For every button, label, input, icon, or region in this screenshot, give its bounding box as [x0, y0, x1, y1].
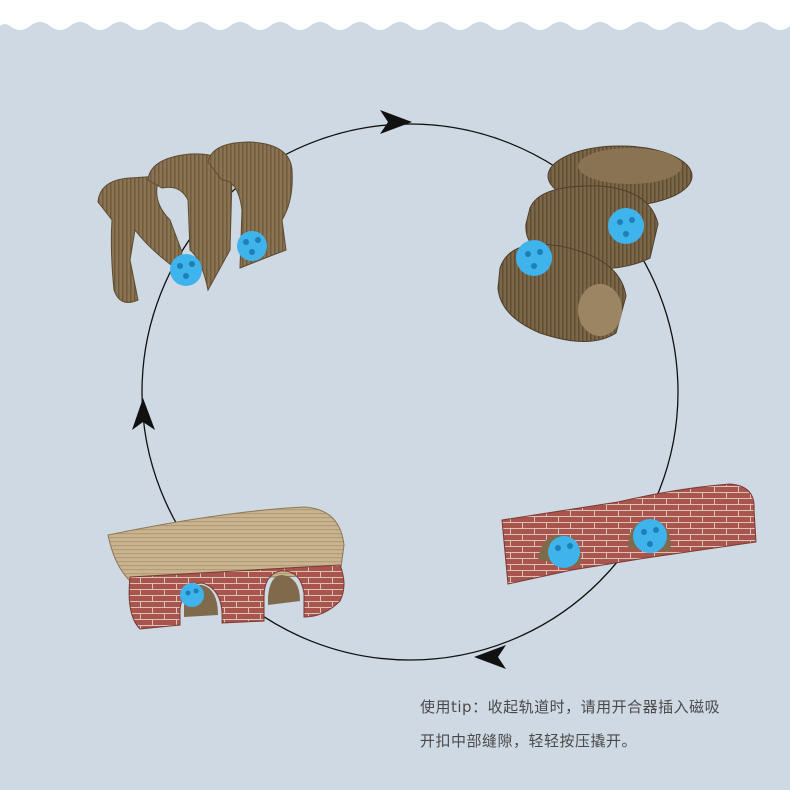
arrow-top-icon — [380, 110, 412, 134]
s-track-hump-1 — [147, 153, 233, 292]
ball-hole — [189, 261, 195, 267]
ball-hole — [249, 249, 255, 255]
ball-hole — [653, 527, 659, 533]
ball-hole — [567, 543, 573, 549]
arrow-left-icon — [132, 398, 155, 430]
ball-icon — [548, 536, 580, 568]
ball-hole — [647, 541, 653, 547]
ball-hole — [177, 263, 183, 269]
ball-hole — [193, 588, 199, 594]
ball-icon — [180, 583, 204, 607]
ball-hole — [537, 249, 543, 255]
closed-track-top — [107, 506, 345, 582]
tower-disc-bottom-face — [578, 284, 622, 336]
ball-hole — [641, 529, 647, 535]
ball-hole — [243, 239, 249, 245]
wave-shape — [0, 0, 790, 30]
closed-track-brick-front — [128, 564, 345, 630]
ball-icon — [516, 240, 552, 276]
ball-icon — [633, 519, 667, 553]
ball-icon — [170, 254, 202, 286]
wave-border — [0, 0, 790, 30]
tip-line-1: 使用tip：收起轨道时，请用开合器插入磁吸 — [420, 698, 721, 716]
arrow-bottom-icon — [474, 645, 506, 669]
ball-hole — [531, 263, 537, 269]
ball-hole — [617, 219, 623, 225]
ball-hole — [555, 545, 561, 551]
ball-icon — [608, 208, 644, 244]
s-track-hump-2 — [207, 141, 293, 269]
s-track-body — [97, 175, 183, 303]
tip-line-2: 开扣中部缝隙，轻轻按压撬开。 — [420, 732, 638, 750]
ring-circle — [141, 123, 679, 661]
tower-disc-top-face — [578, 148, 682, 184]
usage-tip: 使用tip：收起轨道时，请用开合器插入磁吸 开扣中部缝隙，轻轻按压撬开。 — [420, 690, 780, 758]
brick-arch-image — [501, 483, 757, 585]
ball-hole — [623, 231, 629, 237]
ball-hole — [255, 237, 261, 243]
tower-track-image — [497, 145, 693, 342]
ball-icon — [237, 231, 267, 261]
ball-hole — [185, 590, 191, 596]
arch-hole — [268, 575, 300, 605]
s-shape-track-image — [97, 141, 293, 303]
ball-hole — [525, 251, 531, 257]
closed-track-image — [107, 506, 345, 630]
ball-hole — [183, 273, 189, 279]
ball-hole — [629, 217, 635, 223]
brick-arch-body — [501, 483, 757, 585]
